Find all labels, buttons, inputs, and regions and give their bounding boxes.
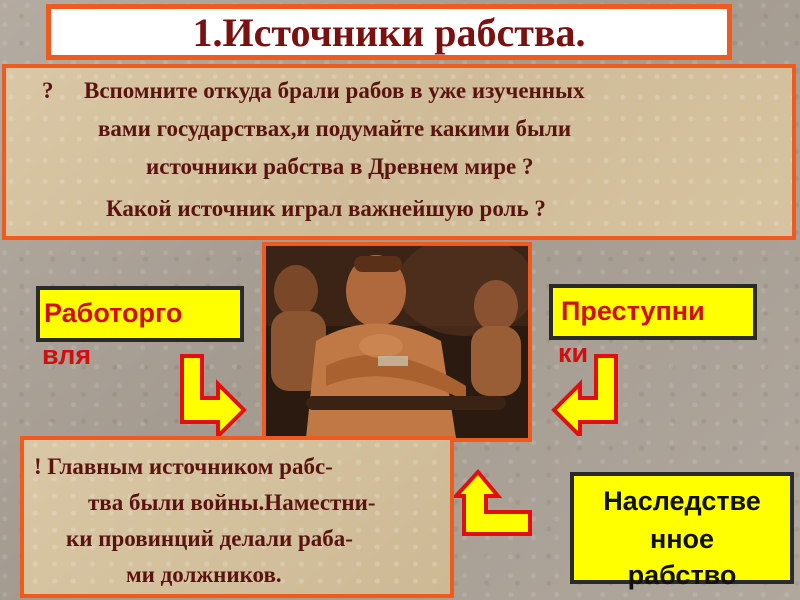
title-box: 1.Источники рабства. bbox=[46, 4, 732, 60]
question-box: ? Вспомните откуда брали рабов в уже изу… bbox=[2, 64, 796, 240]
criminals-label-text: Преступни bbox=[561, 296, 705, 326]
criminals-label-overflow: ки bbox=[558, 338, 589, 368]
arrow-left-icon bbox=[551, 354, 618, 436]
question-mark: ? bbox=[42, 78, 54, 103]
question-line-4: Какой источник играл важнейшую роль ? bbox=[106, 196, 546, 221]
hereditary-line-1: Наследстве bbox=[603, 486, 761, 516]
criminals-label: Преступни bbox=[549, 284, 757, 340]
hereditary-line-2: нное bbox=[649, 524, 715, 554]
arrow-right-icon bbox=[180, 354, 247, 436]
hereditary-slavery-label: Наследстве нное рабство bbox=[570, 472, 794, 590]
answer-line-4: ми должников. bbox=[126, 562, 282, 587]
slave-trade-label-overflow: вля bbox=[42, 340, 92, 370]
answer-line-2: тва были войны.Наместни- bbox=[88, 490, 376, 515]
galley-slaves-photo bbox=[262, 242, 532, 442]
slide-title: 1.Источники рабства. bbox=[192, 9, 586, 55]
arrow-up-icon bbox=[454, 468, 532, 536]
slave-trade-label-text: Работорго bbox=[44, 298, 183, 328]
answer-box: ! Главным источником рабс- тва были войн… bbox=[20, 436, 454, 598]
hereditary-line-3: рабство bbox=[627, 560, 737, 590]
answer-line-1: ! Главным источником рабс- bbox=[34, 454, 333, 479]
slave-trade-label: Работорго bbox=[36, 286, 244, 342]
question-line-1: Вспомните откуда брали рабов в уже изуче… bbox=[84, 78, 585, 103]
question-line-2: вами государствах,и подумайте какими был… bbox=[98, 116, 572, 141]
answer-line-3: ки провинций делали раба- bbox=[66, 526, 353, 551]
question-line-3: источники рабства в Древнем мире ? bbox=[146, 154, 534, 179]
